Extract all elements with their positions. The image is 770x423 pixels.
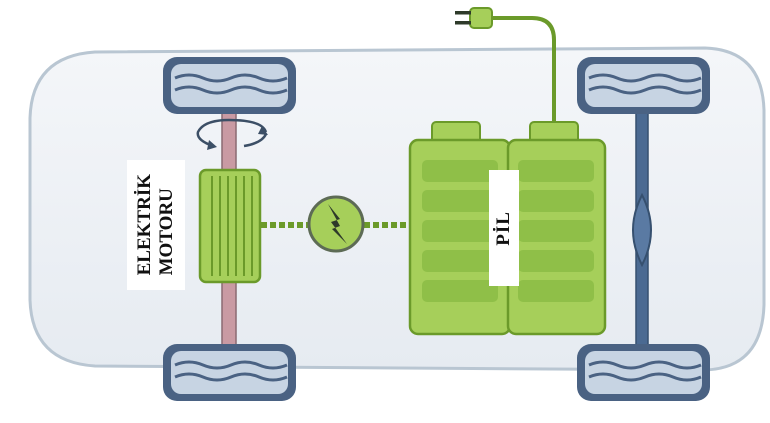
charging-cable: [492, 16, 556, 122]
power-plug-icon: [455, 7, 493, 29]
rear-axle: [632, 81, 652, 373]
motor-label-line1: ELEKTRİK: [134, 174, 155, 276]
rotation-arrow-icon: [196, 118, 268, 150]
lightning-bolt-icon: [307, 195, 365, 253]
battery-label: PİL: [489, 170, 519, 286]
electric-motor: [198, 168, 262, 284]
motor-label-line2: MOTORU: [156, 188, 177, 276]
wheel-front-left: [163, 57, 296, 114]
wheel-rear-right: [577, 344, 710, 401]
battery-label-text: PİL: [493, 210, 514, 246]
wheel-rear-left: [577, 57, 710, 114]
motor-label: ELEKTRİK MOTORU: [127, 160, 185, 290]
wheel-front-right: [163, 344, 296, 401]
differential: [632, 192, 652, 268]
